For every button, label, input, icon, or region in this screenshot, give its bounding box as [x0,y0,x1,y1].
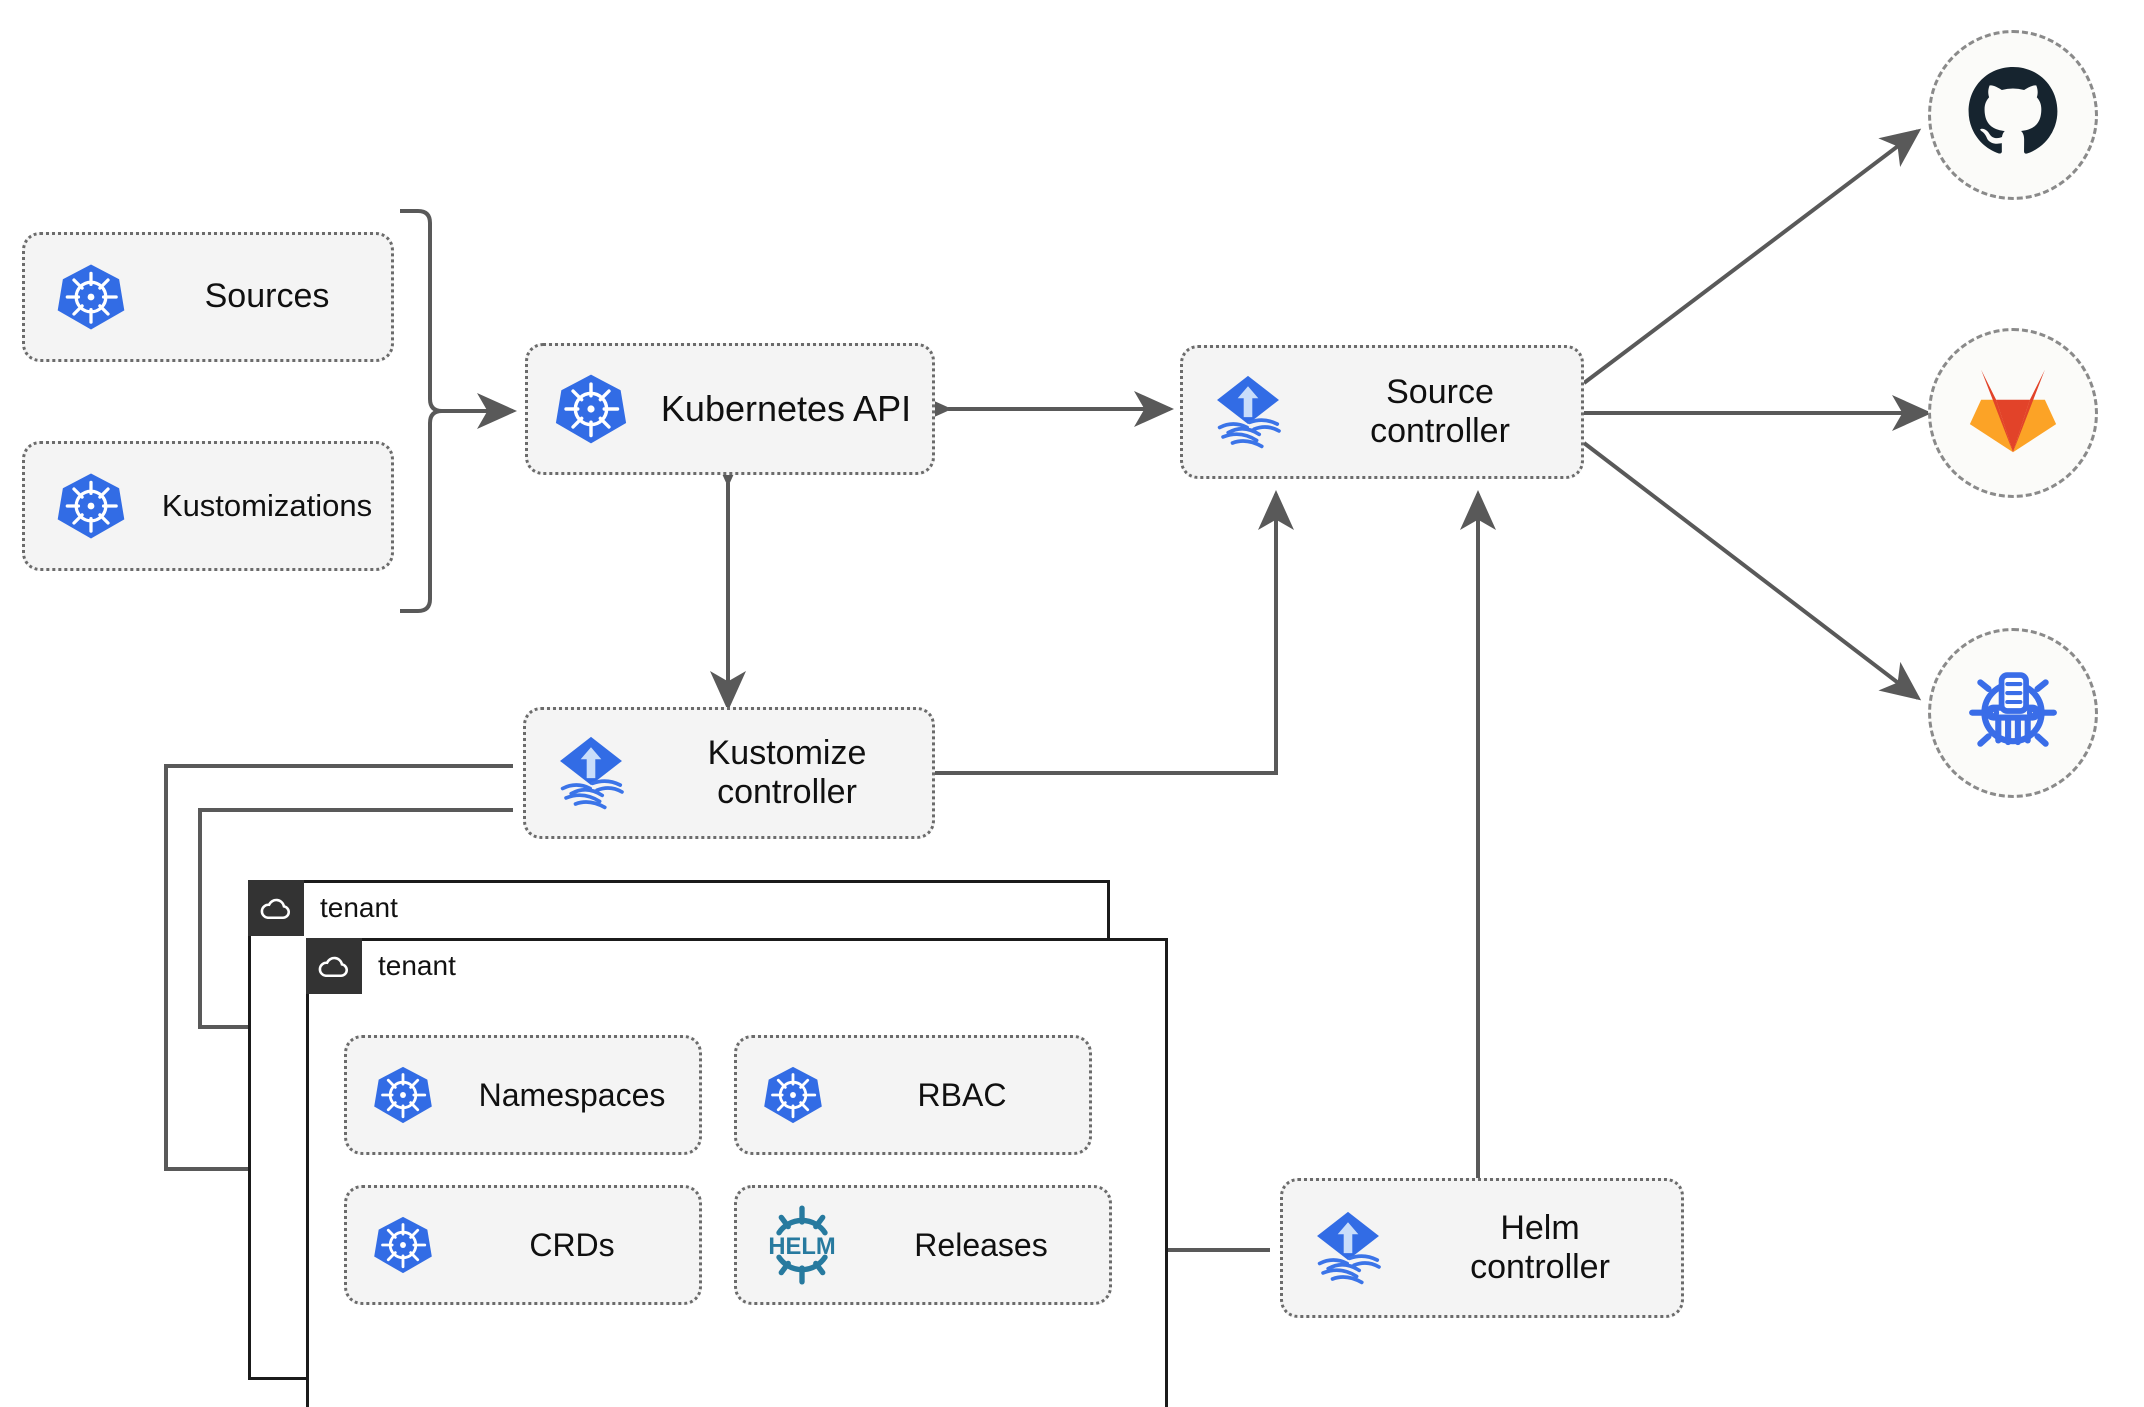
node-helm-controller-label: Helm controller [1470,1208,1610,1286]
tenant-back-header: tenant [248,880,398,936]
node-kustomizations-label: Kustomizations [161,488,373,524]
svg-text:HELM: HELM [768,1233,835,1260]
tenant-group-front[interactable]: tenant [306,938,1168,1407]
node-source-controller[interactable]: Source controller [1180,345,1584,479]
bucket-icon [1964,662,2062,765]
node-kustomize-controller-label: Kustomize controller [707,733,867,811]
kubernetes-icon [347,1213,459,1277]
node-helm-controller[interactable]: Helm controller [1280,1178,1684,1318]
node-rbac-label: RBAC [917,1076,1007,1113]
external-source-bucket[interactable] [1928,628,2098,798]
cloud-icon [306,938,362,994]
edge-source-controller-to-github [1582,128,1922,385]
node-rbac[interactable]: RBAC [734,1035,1092,1155]
edge-resources-bracket [400,209,443,613]
flux-icon [526,730,656,816]
edge-source-controller-to-bucket [1582,441,1922,701]
node-crds[interactable]: CRDs [344,1185,702,1305]
flux-icon [1183,369,1313,455]
node-sources[interactable]: Sources [22,232,394,362]
helm-icon: HELM [737,1199,867,1291]
kubernetes-icon [528,370,654,448]
external-source-github[interactable] [1928,30,2098,200]
external-source-gitlab[interactable] [1928,328,2098,498]
node-kustomizations[interactable]: Kustomizations [22,441,394,571]
tenant-back-label: tenant [320,892,398,923]
tenant-front-label: tenant [378,950,456,981]
edge-kustomize-to-source-controller [935,490,1294,775]
cloud-icon [248,880,304,936]
flux-icon [1283,1205,1413,1291]
node-source-controller-label: Source controller [1370,372,1510,450]
gitlab-icon [1966,366,2060,461]
node-sources-label: Sources [204,277,330,316]
node-releases-label: Releases [914,1226,1048,1263]
kubernetes-icon [25,469,157,543]
github-icon [1965,65,2061,166]
tenant-front-header: tenant [306,938,456,994]
kubernetes-icon [347,1063,459,1127]
node-releases[interactable]: HELM Releases [734,1185,1112,1305]
node-kubernetes-api[interactable]: Kubernetes API [525,343,935,475]
node-namespaces[interactable]: Namespaces [344,1035,702,1155]
node-namespaces-label: Namespaces [478,1076,666,1113]
kubernetes-icon [737,1063,849,1127]
node-kubernetes-api-label: Kubernetes API [660,388,912,430]
kubernetes-icon [25,260,157,334]
node-crds-label: CRDs [529,1226,615,1263]
node-kustomize-controller[interactable]: Kustomize controller [523,707,935,839]
